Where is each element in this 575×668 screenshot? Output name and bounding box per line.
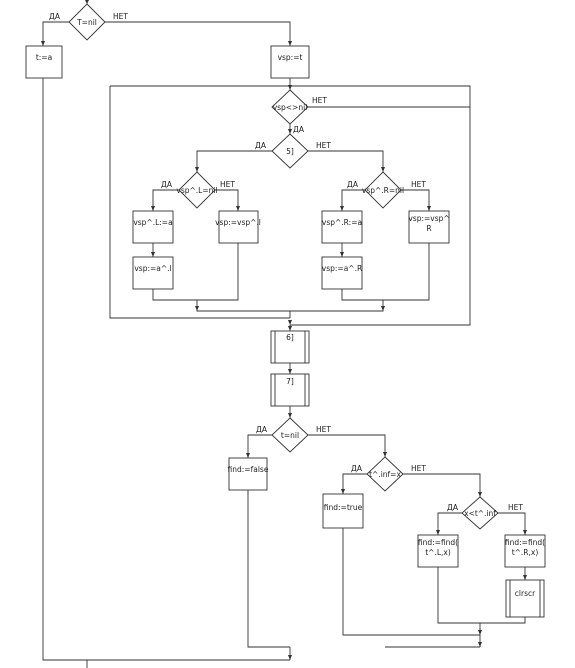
branch-no-label: НЕТ [508, 503, 523, 512]
branch-no-label: НЕТ [113, 12, 128, 21]
subprocess-clrscr: clrscr [505, 579, 545, 618]
decision-t-nil-2: t=nil [271, 417, 309, 453]
branch-yes-label: ДА [49, 12, 61, 21]
flow-lines [42, 0, 526, 668]
branch-yes-label: ДА [347, 180, 359, 189]
process-find-false-label: find:=false [228, 465, 269, 474]
branch-no-label: НЕТ [411, 464, 426, 473]
process-find-right-line1: find:=find( [505, 538, 545, 547]
decision-t-inf-x: t^.inf=x [366, 456, 404, 492]
flow-arrows [41, 0, 527, 660]
process-vsp-assign-a-r-label: vsp:=a^.R [322, 264, 362, 273]
decision-vsp-l-nil-label: vsp^.L=nil [176, 186, 217, 195]
process-vsp-r-assign-a: vsp^.R:=a [321, 210, 363, 244]
process-find-false: find:=false [228, 457, 269, 491]
process-vsp-assign-vsp-r-line2: R [426, 224, 431, 233]
decision-vsp-not-nil: vsp<>nil [271, 89, 309, 125]
process-vsp-assign-vsp-r: vsp:=vsp^ R [408, 210, 450, 244]
decision-t-nil-label: T=nil [76, 18, 97, 27]
subprocess-6: 6] [270, 330, 310, 364]
process-vsp-assign-t-label: vsp:=t [278, 53, 303, 62]
decision-vsp-r-nil: vsp^.R=nil [362, 171, 404, 209]
process-find-right: find:=find( t^.R,x) [504, 534, 546, 568]
decision-5: 5] [271, 133, 309, 169]
decision-vsp-r-nil-label: vsp^.R=nil [362, 186, 404, 195]
process-vsp-assign-t: vsp:=t [270, 45, 310, 79]
process-vsp-l-assign-a: vsp^.L:=a [132, 210, 174, 244]
branch-no-label: НЕТ [312, 96, 327, 105]
process-find-true: find:=true [322, 493, 364, 529]
process-vsp-assign-a-l-label: vsp:=a^.l [134, 264, 171, 273]
branch-yes-label: ДА [256, 425, 268, 434]
subprocess-6-label: 6] [286, 333, 294, 342]
process-t-assign-a-label: t:=a [36, 53, 52, 62]
branch-yes-label: ДА [255, 141, 267, 150]
subprocess-clrscr-label: clrscr [515, 589, 536, 598]
subprocess-7: 7] [270, 373, 310, 407]
process-find-true-label: find:=true [324, 503, 363, 512]
process-find-left-line1: find:=find( [418, 538, 458, 547]
branch-yes-label: ДА [351, 464, 363, 473]
branch-yes-label: ДА [447, 503, 459, 512]
branch-no-label: НЕТ [411, 180, 426, 189]
process-vsp-l-assign-a-label: vsp^.L:=a [133, 218, 172, 227]
branch-no-label: НЕТ [220, 180, 235, 189]
process-find-left: find:=find( t^.L,x) [417, 534, 459, 568]
decision-x-lt-inf: x<t^.inf [461, 496, 499, 530]
subprocess-7-label: 7] [286, 377, 294, 386]
process-find-right-line2: t^.R,x) [512, 548, 539, 557]
decision-t-nil-2-label: t=nil [281, 431, 299, 440]
branch-no-label: НЕТ [316, 425, 331, 434]
process-vsp-assign-vsp-r-line1: vsp:=vsp^ [408, 214, 449, 223]
decision-vsp-not-nil-label: vsp<>nil [273, 103, 308, 112]
process-vsp-r-assign-a-label: vsp^.R:=a [322, 218, 362, 227]
branch-no-label: НЕТ [316, 141, 331, 150]
decision-vsp-l-nil: vsp^.L=nil [176, 171, 218, 209]
branch-yes-label: ДА [161, 180, 173, 189]
process-vsp-assign-a-l: vsp:=a^.l [132, 256, 174, 290]
process-vsp-assign-a-r: vsp:=a^.R [321, 256, 363, 290]
decision-5-label: 5] [286, 147, 294, 156]
decision-x-lt-inf-label: x<t^.inf [464, 509, 496, 518]
process-t-assign-a: t:=a [25, 45, 63, 79]
branch-yes-label: ДА [293, 125, 305, 134]
process-vsp-assign-vsp-l-label: vsp:=vsp^.l [215, 218, 261, 227]
process-vsp-assign-vsp-l: vsp:=vsp^.l [215, 210, 261, 244]
decision-t-nil: T=nil [68, 3, 106, 41]
decision-t-inf-x-label: t^.inf=x [369, 470, 401, 479]
process-find-left-line2: t^.L,x) [425, 548, 451, 557]
